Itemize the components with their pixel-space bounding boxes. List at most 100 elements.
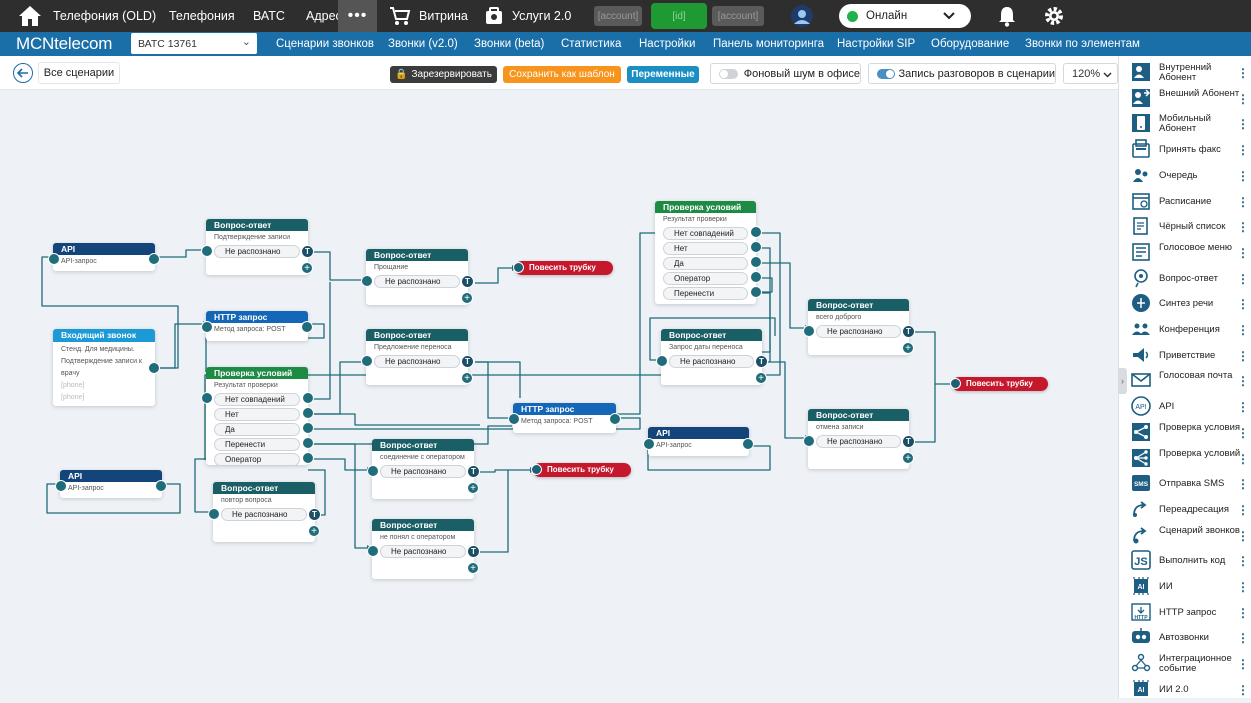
nav-calls-v2[interactable]: Звонки (v2.0): [388, 38, 458, 50]
palette-item[interactable]: Сценарий звонков⋮: [1119, 523, 1251, 549]
question-answer-node[interactable]: Вопрос-ответ соединение с оператором Не …: [367, 439, 480, 499]
input-port[interactable]: [201, 392, 213, 404]
save-template-button[interactable]: Сохранить как шаблон: [503, 66, 621, 83]
timeout-badge[interactable]: T: [308, 508, 321, 521]
input-port[interactable]: [656, 355, 668, 367]
branch-not-recognized[interactable]: Не распознано: [221, 508, 307, 521]
question-answer-node[interactable]: Вопрос-ответ всего доброго Не распознано…: [803, 299, 915, 355]
item-menu-icon[interactable]: ⋮: [1237, 323, 1249, 337]
branch-not-recognized[interactable]: Не распознано: [214, 245, 300, 258]
add-branch-button[interactable]: +: [461, 372, 473, 384]
question-answer-node[interactable]: Вопрос-ответ Запрос даты переноса Не рас…: [656, 329, 768, 385]
input-port[interactable]: [508, 413, 520, 425]
conditions-node[interactable]: Проверка условий Результат проверки Нет …: [201, 367, 314, 466]
item-menu-icon[interactable]: ⋮: [1237, 451, 1249, 466]
api-node[interactable]: API API-запрос: [55, 470, 167, 498]
item-menu-icon[interactable]: ⋮: [1237, 91, 1249, 106]
output-port[interactable]: [750, 226, 762, 238]
item-menu-icon[interactable]: ⋮: [1237, 348, 1249, 363]
add-branch-button[interactable]: +: [301, 262, 313, 274]
input-port[interactable]: [950, 378, 961, 389]
services-link[interactable]: Услуги 2.0: [484, 0, 571, 32]
item-menu-icon[interactable]: ⋮: [1237, 271, 1249, 286]
output-port[interactable]: [302, 407, 314, 419]
shop-link[interactable]: Витрина: [389, 0, 468, 32]
vats-select[interactable]: ВАТС 13761⌄: [131, 33, 257, 54]
timeout-badge[interactable]: T: [461, 275, 474, 288]
gear-icon[interactable]: [1043, 0, 1073, 32]
branch-reschedule[interactable]: Перенести: [663, 287, 748, 300]
item-menu-icon[interactable]: ⋮: [1237, 374, 1249, 389]
input-port[interactable]: [531, 464, 542, 475]
palette-item[interactable]: Автозвонки⋮: [1119, 625, 1251, 651]
input-port[interactable]: [208, 508, 220, 520]
palette-item[interactable]: Расписание⋮: [1119, 189, 1251, 215]
add-branch-button[interactable]: +: [902, 452, 914, 464]
palette-item[interactable]: Вопрос-ответ⋮: [1119, 266, 1251, 292]
more-menu-button[interactable]: •••: [338, 0, 377, 32]
add-branch-button[interactable]: +: [902, 342, 914, 354]
variables-button[interactable]: Переменные: [627, 66, 699, 83]
output-port[interactable]: [301, 321, 313, 333]
timeout-badge[interactable]: T: [902, 435, 915, 448]
account-field[interactable]: [account]: [594, 6, 642, 26]
timeout-badge[interactable]: T: [467, 465, 480, 478]
menu-vats[interactable]: ВАТС: [253, 9, 285, 23]
question-answer-node[interactable]: Вопрос-ответ отмена записи Не распознано…: [803, 409, 915, 469]
branch-operator[interactable]: Оператор: [214, 453, 300, 466]
output-port[interactable]: [148, 362, 160, 374]
palette-item[interactable]: Внешний Абонент⋮: [1119, 86, 1251, 112]
input-port[interactable]: [643, 438, 655, 450]
http-request-node[interactable]: HTTP запрос Метод запроса: POST: [201, 311, 313, 341]
input-port[interactable]: [361, 275, 373, 287]
input-port[interactable]: [803, 325, 815, 337]
logo[interactable]: MCNtelecom: [16, 34, 113, 53]
item-menu-icon[interactable]: ⋮: [1237, 400, 1249, 415]
scenario-canvas[interactable]: API API-запрос Входящий звонок Стенд. Дл…: [0, 90, 1118, 698]
hangup-node[interactable]: Повесить трубку: [950, 377, 1048, 391]
balance-badge[interactable]: [id]: [651, 3, 707, 29]
add-branch-button[interactable]: +: [461, 292, 473, 304]
palette-item[interactable]: Мобильный Абонент⋮: [1119, 111, 1251, 137]
status-select[interactable]: Онлайн: [839, 4, 971, 28]
branch-not-recognized[interactable]: Не распознано: [380, 465, 466, 478]
http-request-node[interactable]: HTTP запрос Метод запроса: POST: [508, 403, 621, 433]
timeout-badge[interactable]: T: [467, 545, 480, 558]
zoom-select[interactable]: 120%: [1063, 63, 1118, 84]
item-menu-icon[interactable]: ⋮: [1237, 117, 1249, 132]
palette-item[interactable]: Синтез речи⋮: [1119, 291, 1251, 317]
branch-operator[interactable]: Оператор: [663, 272, 748, 285]
output-port[interactable]: [742, 438, 754, 450]
palette-item[interactable]: Голосовое меню⋮: [1119, 240, 1251, 266]
item-menu-icon[interactable]: ⋮: [1237, 657, 1249, 672]
branch-yes[interactable]: Да: [214, 423, 300, 436]
back-button[interactable]: [13, 63, 33, 83]
item-menu-icon[interactable]: ⋮: [1237, 143, 1249, 158]
hangup-node[interactable]: Повесить трубку: [531, 463, 631, 477]
conditions-node[interactable]: Проверка условий Результат проверки Нет …: [655, 201, 762, 304]
item-menu-icon[interactable]: ⋮: [1237, 528, 1249, 543]
output-port[interactable]: [302, 422, 314, 434]
branch-no[interactable]: Нет: [663, 242, 748, 255]
item-menu-icon[interactable]: ⋮: [1237, 477, 1249, 492]
output-port[interactable]: [750, 256, 762, 268]
menu-telephony-old[interactable]: Телефония (OLD): [53, 9, 157, 23]
home-icon[interactable]: [18, 0, 50, 32]
palette-item[interactable]: Очередь⋮: [1119, 163, 1251, 189]
output-port[interactable]: [609, 413, 621, 425]
add-branch-button[interactable]: +: [308, 525, 320, 537]
incoming-call-node[interactable]: Входящий звонок Стенд. Для медицины. Под…: [53, 329, 160, 406]
nav-calls-beta[interactable]: Звонки (beta): [474, 38, 545, 50]
question-answer-node[interactable]: Вопрос-ответ Подтверждение записи Не рас…: [201, 219, 314, 275]
nav-calls-by-elements[interactable]: Звонки по элементам: [1025, 38, 1140, 50]
add-branch-button[interactable]: +: [467, 562, 479, 574]
branch-no-match[interactable]: Нет совпадений: [663, 227, 748, 240]
input-port[interactable]: [803, 435, 815, 447]
add-branch-button[interactable]: +: [467, 482, 479, 494]
branch-not-recognized[interactable]: Не распознано: [380, 545, 466, 558]
collapse-panel-button[interactable]: ›: [1118, 368, 1127, 394]
input-port[interactable]: [201, 321, 213, 333]
account-select[interactable]: [account]: [712, 6, 764, 26]
